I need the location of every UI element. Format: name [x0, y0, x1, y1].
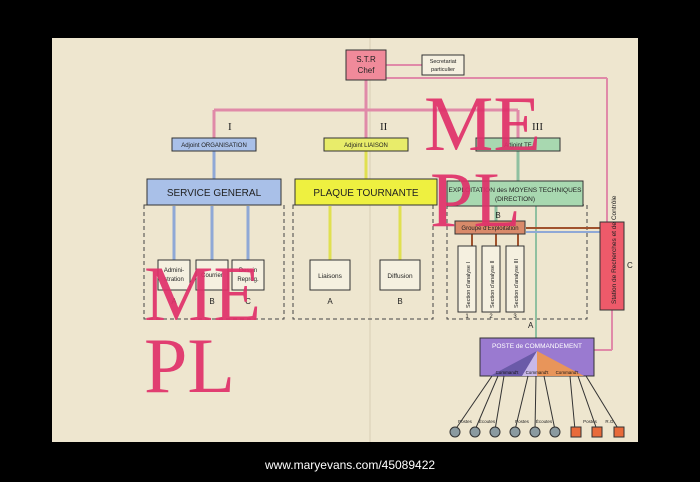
general-letter: A [171, 297, 177, 306]
fan-lines [454, 375, 620, 431]
command-wedge [490, 351, 537, 376]
station-box [599, 221, 625, 311]
section-box [481, 245, 501, 313]
station-node [529, 426, 541, 438]
general-letter: C [245, 297, 251, 306]
command-wedge [537, 351, 584, 376]
bottom-label: Postes [583, 419, 598, 424]
section-label: Section d'analyse III [514, 258, 520, 308]
command-label: Command't [556, 370, 580, 375]
bottom-label: R.G. [605, 419, 614, 424]
general-sub-label: Dessin [239, 268, 257, 274]
numeral-3: III [532, 121, 543, 133]
section-number: 3 [513, 314, 517, 320]
adjoint-technique-box [475, 137, 561, 152]
adjoint-organisation-box [171, 137, 257, 152]
service-general-box [146, 178, 282, 206]
chief-title: S.T.R [356, 55, 376, 64]
adjoint-liaison-box [323, 137, 409, 152]
diagram-sheet: S.T.R Chef Secretariat particulier I II … [52, 38, 638, 442]
plaque-sub-label: Diffusion [387, 273, 413, 280]
plaque-tournante-box [294, 178, 438, 206]
bottom-label: Écoutes [536, 418, 553, 424]
plaque-letter: B [397, 297, 402, 306]
plaque-sub-box [379, 259, 421, 291]
station-node [509, 426, 521, 438]
general-letter: B [209, 297, 214, 306]
chief-subtitle: Chef [358, 66, 376, 75]
secretariat-box [421, 54, 465, 76]
general-sub-label: stration [164, 277, 184, 283]
groupe-exploitation-box [454, 220, 526, 235]
watermark: ME PL ME PL [144, 80, 541, 409]
bottom-label: Écoutes [479, 418, 496, 424]
general-sub-label: Courrier [201, 273, 223, 279]
poste-commandement-label: POSTE de COMMANDEMENT [492, 343, 582, 350]
station-node [489, 426, 501, 438]
footer-url: www.maryevans.com/45089422 [264, 458, 436, 472]
station-node-square [591, 426, 603, 438]
watermark-text: ME [144, 250, 261, 337]
watermark-text: PL [144, 322, 235, 409]
chief-box [345, 49, 387, 81]
adjoint-technique-label: Adjoint TE [504, 143, 532, 149]
org-chart: S.T.R Chef Secretariat particulier I II … [143, 38, 633, 442]
section-box [457, 245, 477, 313]
section-number: 2 [489, 314, 493, 320]
station-node-square [570, 426, 582, 438]
watermark-text: PL [430, 156, 521, 243]
general-sub-box [157, 259, 191, 291]
general-sub-box [231, 259, 265, 291]
station-node [449, 426, 461, 438]
exploitation-box [446, 180, 584, 207]
watermark-text: ME [424, 80, 541, 167]
station-node-square [613, 426, 625, 438]
general-sub-box [195, 259, 229, 291]
groupe-exploitation-label: Groupe d'Exploitation [461, 226, 518, 232]
secretariat-line1: Secretariat [430, 59, 457, 65]
numeral-2: II [380, 121, 388, 133]
plaque-letter: A [327, 297, 333, 306]
adjoint-liaison-label: Adjoint LIAISON [344, 143, 388, 149]
secretariat-line2: particulier [431, 67, 455, 73]
plaque-sub-label: Liaisons [318, 273, 343, 280]
section-box [505, 245, 525, 313]
general-sub-label: Reprog. [237, 277, 259, 283]
numeral-1: I [228, 121, 232, 133]
adjoint-organisation-label: Adjoint ORGANISATION [181, 143, 247, 149]
station-letter: C [627, 261, 633, 270]
plaque-tournante-label: PLAQUE TOURNANTE [313, 188, 419, 199]
station-node [469, 426, 481, 438]
station-node [549, 426, 561, 438]
bottom-label: Postes [458, 419, 473, 424]
section-label: Section d'analyse I [466, 262, 472, 308]
section-label: Section d'analyse II [490, 260, 496, 308]
exploitation-label-line2: (DIRECTION) [495, 196, 535, 203]
bottom-label: Postes [515, 419, 530, 424]
command-label: Command't [496, 370, 520, 375]
letter-a-right: A [528, 321, 534, 330]
general-sub-label: Admini- [164, 268, 184, 274]
plaque-sub-box [309, 259, 351, 291]
groupe-letter: B [495, 211, 500, 220]
service-general-label: SERVICE GENERAL [167, 188, 262, 199]
command-label: Command't [526, 370, 550, 375]
exploitation-label-line1: EXPLOITATION des MOYENS TECHNIQUES [449, 187, 583, 194]
station-label: Station de Recherches et de Contrôle [611, 195, 618, 304]
section-number: 1 [465, 314, 469, 320]
